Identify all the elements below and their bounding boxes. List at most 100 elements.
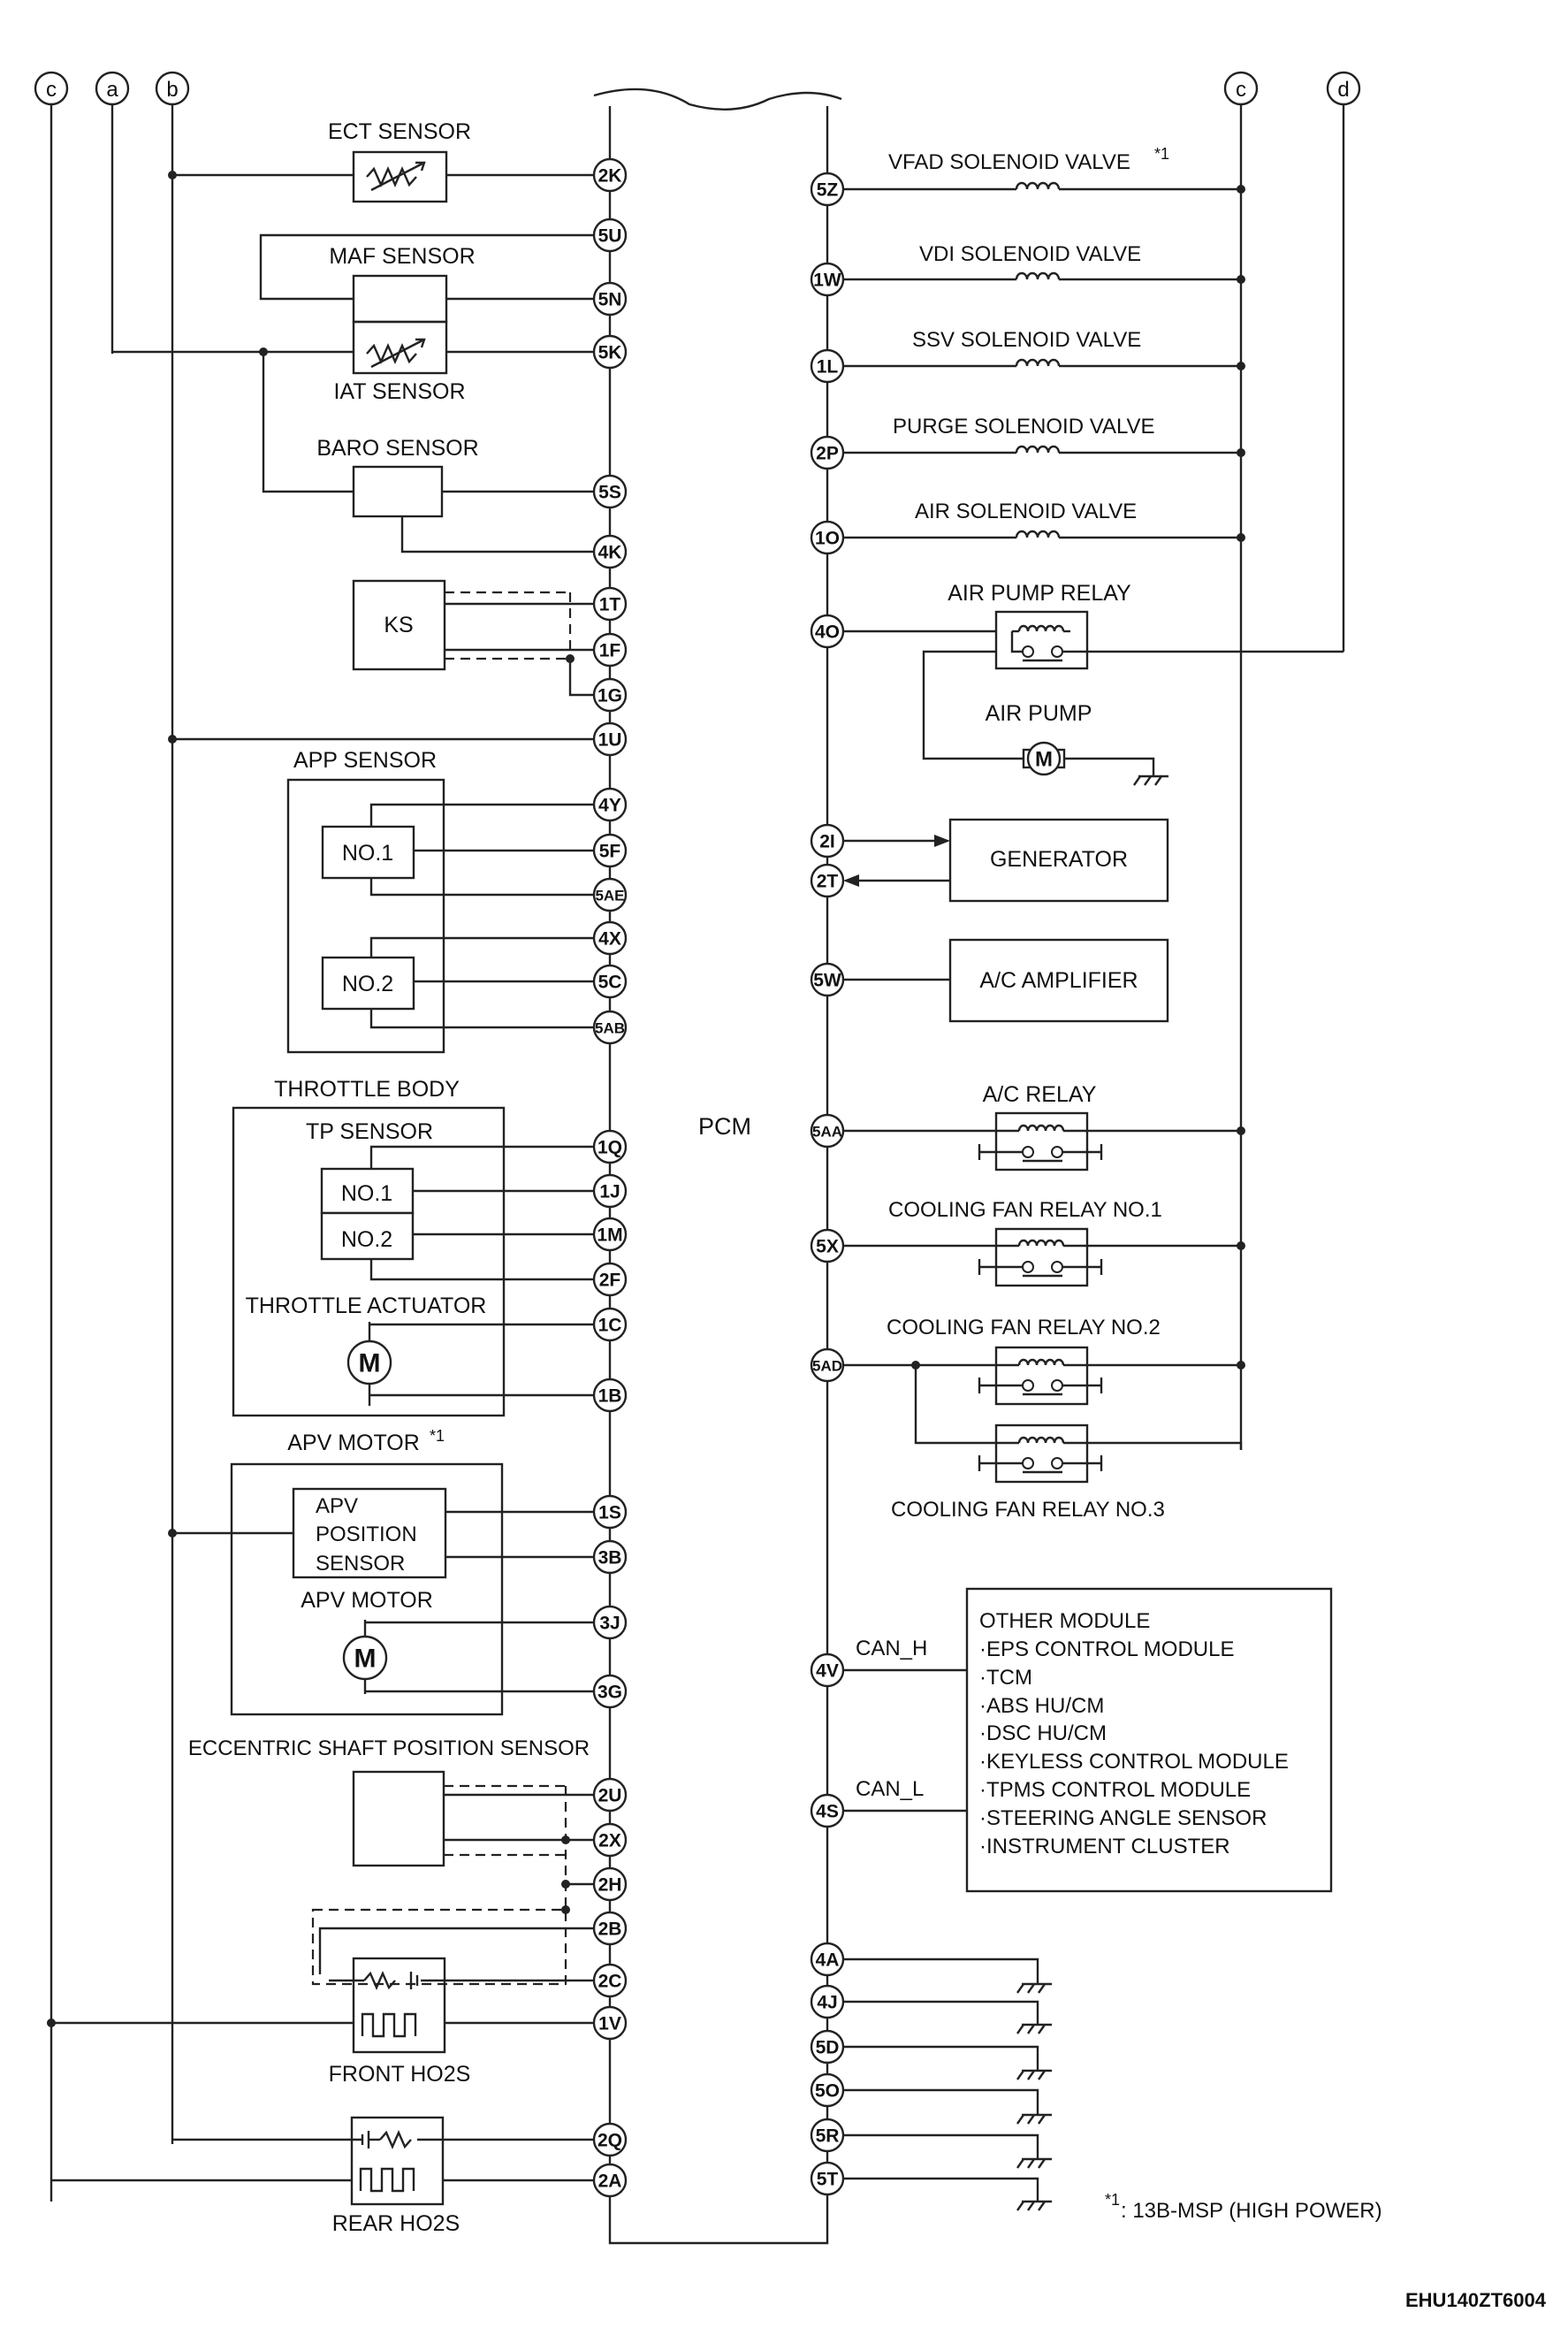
svg-text:c: c [46,78,57,102]
svg-text:5Z: 5Z [817,180,839,201]
svg-text:BARO SENSOR: BARO SENSOR [316,436,478,461]
connector-b: b [155,71,190,106]
svg-text:2A: 2A [598,2171,622,2192]
generator: GENERATOR [843,818,1169,903]
svg-text:M: M [1035,748,1053,772]
svg-text:POSITION: POSITION [316,1523,417,1546]
pin-2u: 2U [592,1777,628,1813]
svg-text:1M: 1M [597,1225,622,1246]
pin-4v: 4V [810,1652,845,1688]
pin-2t: 2T [810,863,845,898]
maf-iat-sensor: MAF SENSOR IAT SENSOR [112,233,594,404]
ac-relay: A/C RELAY [843,1082,1241,1172]
app-sensor: APP SENSOR NO.1 NO.2 [286,748,594,1054]
svg-text:5F: 5F [599,842,621,862]
pin-5n: 5N [592,281,628,317]
pin-5k: 5K [592,334,628,370]
svg-text:: 13B-MSP (HIGH POWER): : 13B-MSP (HIGH POWER) [1121,2199,1382,2223]
svg-text:*1: *1 [1154,145,1169,163]
svg-text:4J: 4J [817,1993,837,2013]
right-pins: 5Z 1W 1L 2P 1O 4O 2I 2T 5W 5AA 5X 5AD 4V… [810,172,845,2196]
pin-3j: 3J [592,1605,628,1640]
connector-d: d [1326,71,1361,106]
pin-1s: 1S [592,1494,628,1530]
front-ho2s: FRONT HO2S [51,1908,594,2087]
svg-text:NO.2: NO.2 [342,972,393,996]
svg-text:NO.1: NO.1 [341,1181,392,1206]
pcm-label: PCM [698,1113,751,1140]
svg-text:2X: 2X [598,1831,621,1851]
left-junctions [47,171,575,2027]
svg-text:·STEERING ANGLE SENSOR: ·STEERING ANGLE SENSOR [979,1806,1267,1830]
connector-c-left: c [34,71,69,106]
connector-a: a [95,71,130,106]
pin-5c: 5C [592,964,628,999]
svg-text:1L: 1L [817,357,839,378]
svg-text:5W: 5W [813,971,841,991]
svg-text:VDI SOLENOID VALVE: VDI SOLENOID VALVE [919,242,1141,266]
svg-text:A/C RELAY: A/C RELAY [983,1082,1097,1107]
pin-2a: 2A [592,2163,628,2198]
svg-text:a: a [106,78,118,102]
svg-text:5R: 5R [816,2126,840,2147]
pin-3b: 3B [592,1539,628,1575]
svg-text:TP SENSOR: TP SENSOR [306,1119,433,1144]
svg-text:2K: 2K [598,166,622,187]
can-bus: CAN_H CAN_L [843,1637,967,1813]
air-pump-relay: AIR PUMP RELAY [843,581,1345,760]
svg-text:AIR SOLENOID VALVE: AIR SOLENOID VALVE [915,500,1137,523]
pin-5s: 5S [592,474,628,509]
svg-text:VFAD SOLENOID VALVE: VFAD SOLENOID VALVE [888,150,1130,174]
pcm-body: PCM [593,88,842,2245]
cooling-fan-relay-2: COOLING FAN RELAY NO.2 [843,1316,1241,1406]
svg-text:4Y: 4Y [598,796,621,816]
svg-text:·ABS HU/CM: ·ABS HU/CM [979,1694,1104,1718]
svg-text:3B: 3B [598,1548,622,1568]
svg-text:5O: 5O [815,2081,840,2102]
svg-text:·KEYLESS CONTROL MODULE: ·KEYLESS CONTROL MODULE [979,1750,1289,1774]
svg-text:5K: 5K [598,343,622,363]
svg-text:5D: 5D [816,2038,840,2058]
rear-ho2s: REAR HO2S [51,2116,594,2236]
svg-text:APV MOTOR: APV MOTOR [301,1588,433,1613]
bus-lines [49,104,1345,2202]
svg-text:·INSTRUMENT CLUSTER: ·INSTRUMENT CLUSTER [979,1835,1230,1858]
svg-text:2B: 2B [598,1919,622,1940]
right-junctions [911,185,1245,1370]
ssv-solenoid-valve: SSV SOLENOID VALVE [843,328,1241,368]
pin-2x: 2X [592,1822,628,1858]
svg-text:REAR HO2S: REAR HO2S [332,2211,460,2236]
svg-text:NO.1: NO.1 [342,841,393,866]
svg-text:2U: 2U [598,1786,622,1806]
pin-5z: 5Z [810,172,845,207]
svg-text:1F: 1F [599,641,621,661]
pin-2b: 2B [592,1911,628,1946]
pin-2k: 2K [592,157,628,193]
svg-text:2T: 2T [817,872,839,892]
pin-2f: 2F [592,1262,628,1297]
cooling-fan-relay-1: COOLING FAN RELAY NO.1 [843,1198,1241,1287]
pin-1g: 1G [592,677,628,713]
svg-text:NO.2: NO.2 [341,1227,392,1252]
footnote: *1 : 13B-MSP (HIGH POWER) [1105,2191,1382,2223]
pin-5ab: 5AB [592,1010,628,1045]
svg-text:5AB: 5AB [595,1020,625,1037]
pin-1c: 1C [592,1307,628,1342]
throttle-body: THROTTLE BODY TP SENSOR NO.1 NO.2 THROTT… [232,1077,594,1417]
svg-text:4V: 4V [816,1661,839,1682]
svg-text:1T: 1T [599,595,621,615]
svg-text:THROTTLE BODY: THROTTLE BODY [274,1077,460,1102]
svg-text:c: c [1236,78,1246,102]
pin-2c: 2C [592,1963,628,1998]
pin-4o: 4O [810,614,845,649]
svg-text:PURGE SOLENOID VALVE: PURGE SOLENOID VALVE [893,415,1155,439]
svg-text:COOLING FAN RELAY NO.1: COOLING FAN RELAY NO.1 [888,1198,1162,1222]
svg-text:2H: 2H [598,1875,622,1896]
other-module-box: OTHER MODULE ·EPS CONTROL MODULE ·TCM ·A… [965,1587,1333,1893]
vdi-solenoid-valve: VDI SOLENOID VALVE [843,242,1241,281]
svg-text:·TCM: ·TCM [979,1666,1032,1690]
pin-5f: 5F [592,833,628,868]
pin-1q: 1Q [592,1129,628,1164]
svg-text:2Q: 2Q [598,2131,622,2151]
